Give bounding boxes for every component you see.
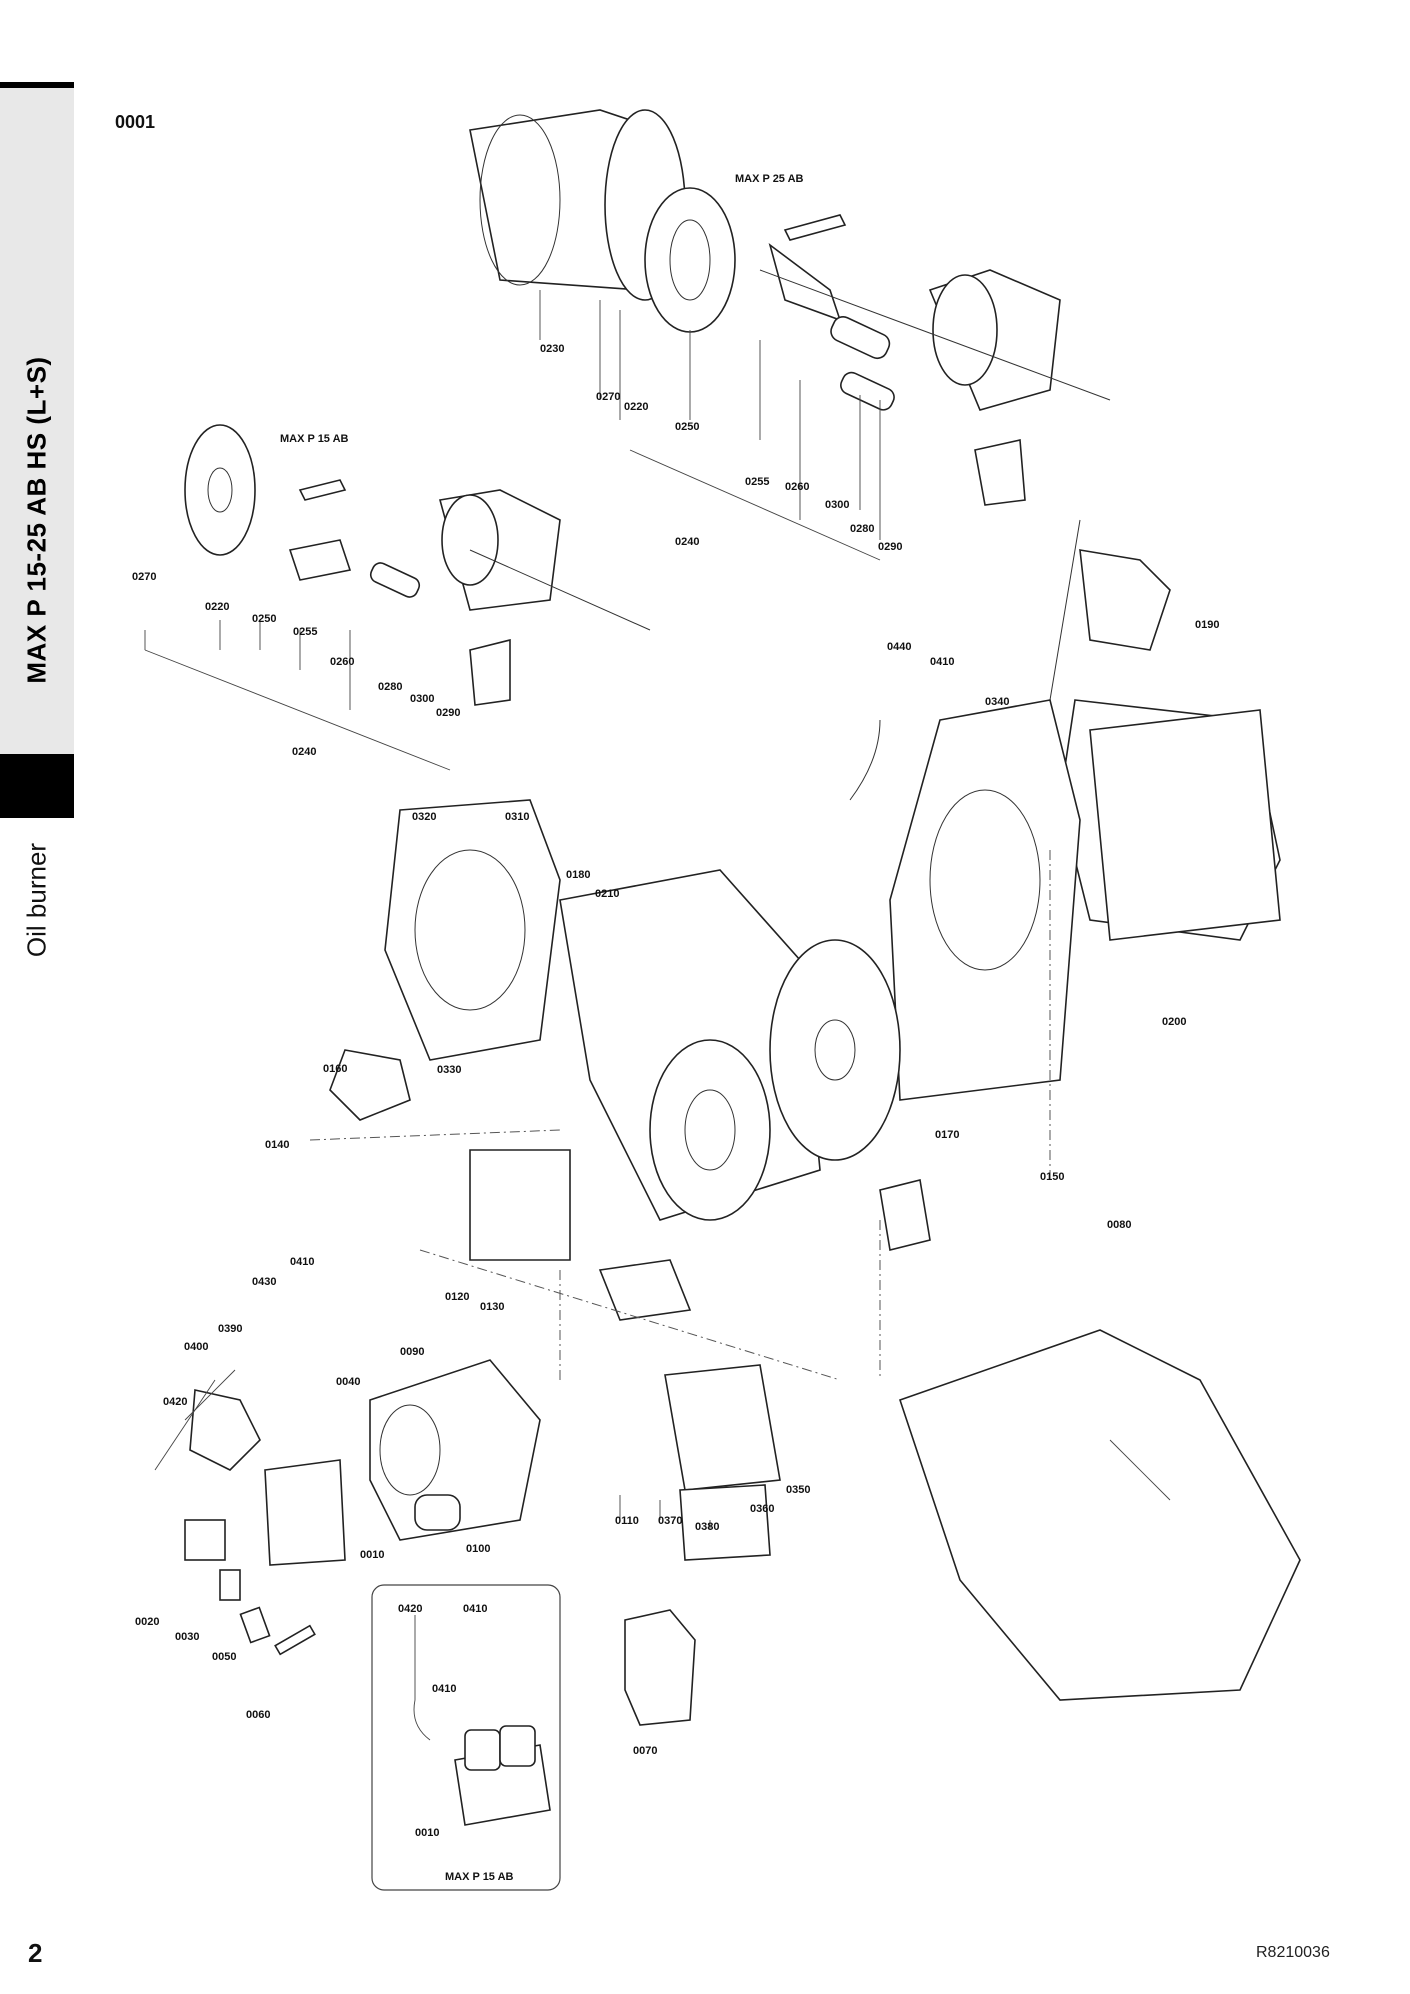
part-label: 0230 xyxy=(540,343,564,355)
part-label: 0250 xyxy=(675,421,699,433)
part-label: 0410 xyxy=(930,656,954,668)
part-label: 0060 xyxy=(246,1709,270,1721)
part-label: 0240 xyxy=(675,536,699,548)
part-label: 0290 xyxy=(878,541,902,553)
part-label: 0120 xyxy=(445,1291,469,1303)
page-number: 2 xyxy=(28,1938,43,1968)
sidebar-title: MAX P 15-25 AB HS (L+S) xyxy=(21,356,52,684)
variant-label-max15: MAX P 15 AB xyxy=(280,433,349,445)
sidebar-title-band xyxy=(0,88,74,754)
part-label: 0410 xyxy=(463,1603,487,1615)
part-label: 0160 xyxy=(323,1063,347,1075)
part-label: 0420 xyxy=(398,1603,422,1615)
part-label: 0280 xyxy=(850,523,874,535)
part-label: 0390 xyxy=(218,1323,242,1335)
sidebar-subtitle: Oil burner xyxy=(21,842,52,958)
part-label: 0220 xyxy=(624,401,648,413)
part-label: 0290 xyxy=(436,707,460,719)
part-label: 0410 xyxy=(290,1256,314,1268)
part-label: 0360 xyxy=(750,1503,774,1515)
part-label: 0255 xyxy=(745,476,769,488)
combustion-head-max25-group xyxy=(469,109,1111,561)
part-label: 0010 xyxy=(360,1549,384,1561)
part-label: 0300 xyxy=(825,499,849,511)
part-label: 0210 xyxy=(595,888,619,900)
pump-motor-group xyxy=(154,1359,541,1656)
part-label: 0255 xyxy=(293,626,317,638)
cover-box-group xyxy=(1089,709,1281,941)
part-label: 0440 xyxy=(887,641,911,653)
variant-label-inset: MAX P 15 AB xyxy=(445,1871,514,1883)
part-label: 0040 xyxy=(336,1376,360,1388)
part-label: 0150 xyxy=(1040,1171,1064,1183)
variant-label-max25: MAX P 25 AB xyxy=(735,173,804,185)
part-label: 0370 xyxy=(658,1515,682,1527)
part-label: 0020 xyxy=(135,1616,159,1628)
part-label: 0190 xyxy=(1195,619,1219,631)
part-label: 0310 xyxy=(505,811,529,823)
figure-id: 0001 xyxy=(115,112,156,132)
part-label: 0300 xyxy=(410,693,434,705)
part-label: 0110 xyxy=(615,1515,639,1527)
exploded-parts-diagram: MAX P 25 AB 0230 0270 0220 0250 0255 026… xyxy=(132,109,1301,1891)
part-label: 0340 xyxy=(985,696,1009,708)
inset-panel xyxy=(371,1584,561,1891)
document-code: R8210036 xyxy=(1256,1944,1330,1961)
part-label: 0220 xyxy=(205,601,229,613)
sidebar: MAX P 15-25 AB HS (L+S) Oil burner xyxy=(0,0,74,1994)
combustion-head-max15-group xyxy=(144,424,651,771)
part-label: 0200 xyxy=(1162,1016,1186,1028)
part-label: 0070 xyxy=(633,1745,657,1757)
part-label: 0350 xyxy=(786,1484,810,1496)
part-label: 0430 xyxy=(252,1276,276,1288)
sidebar-top-rule xyxy=(0,82,74,88)
part-label: 0420 xyxy=(163,1396,187,1408)
part-label: 0280 xyxy=(378,681,402,693)
sidebar-black-tab xyxy=(0,754,74,818)
control-box-group xyxy=(619,1364,781,1726)
part-label: 0050 xyxy=(212,1651,236,1663)
part-label: 0380 xyxy=(695,1521,719,1533)
part-label: 0250 xyxy=(252,613,276,625)
part-label: 0270 xyxy=(132,571,156,583)
part-label: 0400 xyxy=(184,1341,208,1353)
part-label: 0010 xyxy=(415,1827,439,1839)
part-label: 0170 xyxy=(935,1129,959,1141)
part-label: 0260 xyxy=(330,656,354,668)
part-label: 0410 xyxy=(432,1683,456,1695)
part-label: 0270 xyxy=(596,391,620,403)
part-label: 0330 xyxy=(437,1064,461,1076)
part-label: 0090 xyxy=(400,1346,424,1358)
part-label: 0140 xyxy=(265,1139,289,1151)
part-label: 0130 xyxy=(480,1301,504,1313)
part-label: 0080 xyxy=(1107,1219,1131,1231)
part-label: 0260 xyxy=(785,481,809,493)
part-label: 0030 xyxy=(175,1631,199,1643)
part-label: 0320 xyxy=(412,811,436,823)
part-label: 0100 xyxy=(466,1543,490,1555)
part-label: 0240 xyxy=(292,746,316,758)
part-label: 0180 xyxy=(566,869,590,881)
